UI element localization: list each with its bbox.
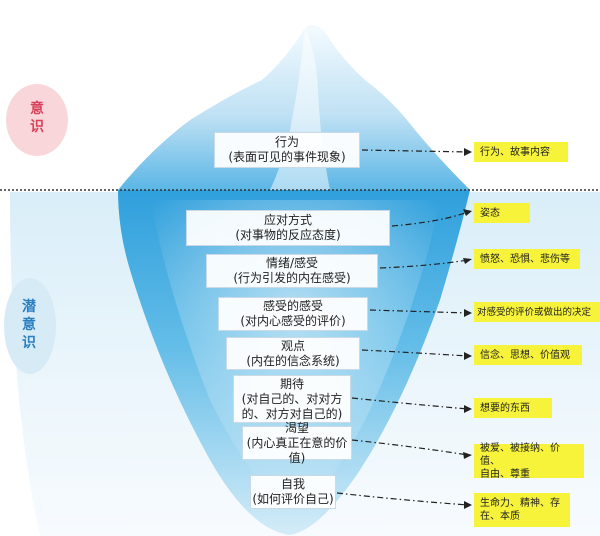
- layer-coping: 应对方式 (对事物的反应态度): [186, 210, 390, 246]
- tag-yearnings-text-1: 被爱、被接纳、价值、: [480, 442, 560, 467]
- layer-behavior-title: 行为: [274, 135, 299, 149]
- layer-viewpoint-desc: (内在的信念系统): [246, 353, 340, 368]
- connector-arrows: [336, 149, 469, 506]
- layer-emotion-title: 情绪/感受: [265, 256, 319, 270]
- layer-yearning: 渴望 (内心真正在意的价值): [242, 421, 352, 465]
- tag-posture: 姿态: [474, 203, 530, 223]
- tag-beliefs: 信念、思想、价值观: [474, 345, 582, 365]
- layer-coping-desc: (对事物的反应态度): [235, 228, 341, 242]
- arrow-emotion: [379, 259, 469, 269]
- layer-expectation: 期待 (对自己的、对对方 的、对方对自己的): [233, 375, 351, 423]
- arrow-feeling-about-feeling: [369, 309, 469, 314]
- tag-emotions: 愤怒、恐惧、悲伤等: [474, 249, 580, 269]
- tag-essence: 生命力、精神、存 在、本质: [474, 493, 570, 527]
- tag-posture-text: 姿态: [480, 207, 500, 219]
- arrow-coping: [391, 211, 469, 227]
- tag-essence-text-1: 生命力、精神、存: [480, 498, 560, 509]
- layer-expectation-desc-2: 的、对方对自己的): [241, 406, 343, 421]
- tag-wants: 想要的东西: [474, 398, 552, 418]
- layer-viewpoint-title: 观点: [280, 338, 305, 353]
- layer-feeling-title: 感受的感受: [262, 299, 323, 313]
- layer-self-title: 自我: [280, 477, 305, 491]
- tag-yearnings-text-2: 自由、尊重: [480, 468, 530, 480]
- layer-coping-title: 应对方式: [263, 213, 312, 227]
- tag-emotions-text: 愤怒、恐惧、悲伤等: [480, 253, 570, 265]
- layer-self-desc: (如何评价自己): [252, 492, 334, 506]
- layer-self: 自我 (如何评价自己): [250, 475, 336, 509]
- tag-wants-text: 想要的东西: [480, 402, 530, 414]
- tag-behavior-text: 行为、故事内容: [480, 146, 550, 158]
- arrow-viewpoint: [361, 349, 469, 357]
- layer-expectation-title: 期待: [279, 376, 304, 391]
- layer-viewpoint: 观点 (内在的信念系统): [226, 337, 360, 370]
- tag-evaluation-text: 对感受的评价或做出的决定: [477, 306, 592, 318]
- layer-expectation-desc-1: (对自己的、对对方: [241, 391, 343, 406]
- layer-behavior-desc: (表面可见的事件现象): [228, 150, 346, 164]
- layer-emotion-desc: (行为引发的内在感受): [233, 271, 351, 285]
- subconscious-blob: [4, 278, 56, 374]
- layer-feeling-about-feeling: 感受的感受 (对内心感受的评价): [218, 297, 368, 331]
- conscious-label: 意 识: [30, 101, 44, 135]
- conscious-blob: [6, 84, 68, 156]
- layer-emotion: 情绪/感受 (行为引发的内在感受): [206, 254, 378, 288]
- tag-evaluation: 对感受的评价或做出的决定: [474, 302, 600, 322]
- tag-yearnings: 被爱、被接纳、价值、 自由、尊重: [474, 442, 584, 480]
- arrow-heads: [463, 148, 472, 509]
- layer-yearning-desc: (内心真正在意的价值): [246, 435, 348, 465]
- arrow-behavior: [361, 149, 469, 153]
- layer-feeling-desc: (对内心感受的评价): [240, 314, 346, 328]
- subconscious-label: 潜 意 识: [22, 299, 36, 351]
- arrow-yearning: [351, 439, 469, 456]
- iceberg-peak: [118, 24, 470, 190]
- arrow-expectation: [351, 397, 469, 410]
- layer-yearning-title: 渴望: [284, 420, 309, 435]
- tag-essence-text-2: 在、本质: [480, 511, 520, 522]
- arrow-self: [336, 492, 469, 506]
- tag-beliefs-text: 信念、思想、价值观: [480, 349, 570, 361]
- tag-behavior: 行为、故事内容: [474, 142, 568, 162]
- layer-behavior: 行为 (表面可见的事件现象): [214, 132, 360, 168]
